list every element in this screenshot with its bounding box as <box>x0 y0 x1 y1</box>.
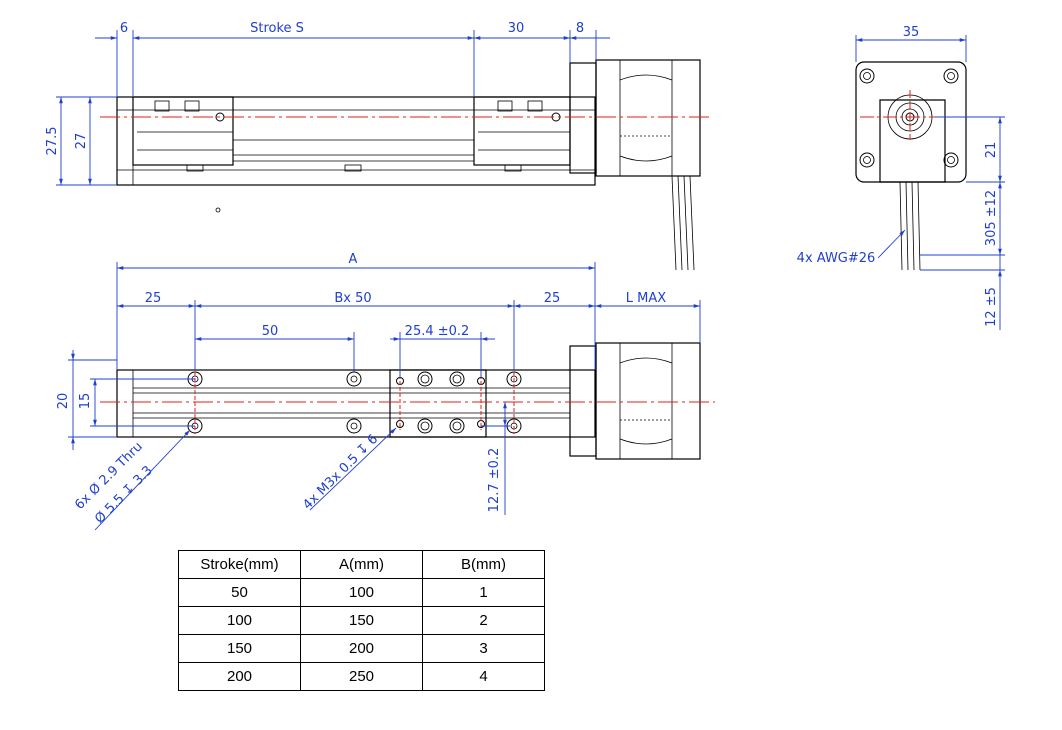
cell-a: 100 <box>300 578 423 607</box>
header-b: B(mm) <box>422 550 545 579</box>
dim-15: 15 <box>78 393 93 410</box>
header-stroke: Stroke(mm) <box>178 550 301 579</box>
awg-label: 4x AWG#26 <box>797 251 876 266</box>
dim-35: 35 <box>903 25 920 40</box>
cell-stroke: 100 <box>178 606 301 635</box>
end-view <box>855 61 990 271</box>
cell-stroke: 150 <box>178 634 301 663</box>
cell-a: 200 <box>300 634 423 663</box>
cell-b: 4 <box>422 662 545 691</box>
dim-12-7: 12.7 ±0.2 <box>487 448 502 513</box>
table-row: 200 250 4 <box>178 662 545 691</box>
dim-27: 27 <box>74 133 89 150</box>
tapped-callout: 4x M3x 0.5 ↧ 6 <box>300 432 381 513</box>
dim-25-4: 25.4 ±0.2 <box>405 324 470 339</box>
plan-view <box>100 342 715 460</box>
cell-b: 1 <box>422 578 545 607</box>
header-a: A(mm) <box>300 550 423 579</box>
dim-bx50: Bx 50 <box>334 291 371 306</box>
side-view <box>100 59 712 271</box>
table-row: 100 150 2 <box>178 606 545 635</box>
dim-305: 305 ±12 <box>984 190 999 246</box>
dim-50: 50 <box>262 324 279 339</box>
dim-12: 12 ±5 <box>984 287 999 327</box>
cell-stroke: 50 <box>178 578 301 607</box>
dim-A: A <box>349 252 358 267</box>
side-view-dimensions: 6 Stroke S 30 8 27.5 27 <box>45 21 610 186</box>
dim-stroke: Stroke S <box>250 21 304 36</box>
dim-8: 8 <box>576 21 584 36</box>
dim-6: 6 <box>120 21 128 36</box>
cell-b: 2 <box>422 606 545 635</box>
plan-view-dimensions: A 25 Bx 50 25 L MAX 50 25.4 ±0.2 20 15 <box>56 252 701 531</box>
end-view-dimensions: 35 21 305 ±12 12 ±5 4x AWG#26 <box>797 25 1005 330</box>
table-header-row: Stroke(mm) A(mm) B(mm) <box>178 550 545 579</box>
cell-b: 3 <box>422 634 545 663</box>
table-row: 50 100 1 <box>178 578 545 607</box>
dim-25-right: 25 <box>544 291 561 306</box>
dim-27-5: 27.5 <box>45 127 60 156</box>
cell-a: 250 <box>300 662 423 691</box>
dim-21: 21 <box>984 142 999 159</box>
stroke-spec-table: Stroke(mm) A(mm) B(mm) 50 100 1 100 150 … <box>178 550 545 691</box>
dim-25-left: 25 <box>145 291 162 306</box>
dim-30: 30 <box>508 21 525 36</box>
cell-a: 150 <box>300 606 423 635</box>
table-row: 150 200 3 <box>178 634 545 663</box>
dim-20: 20 <box>56 393 71 410</box>
cell-stroke: 200 <box>178 662 301 691</box>
dim-lmax: L MAX <box>626 291 666 306</box>
